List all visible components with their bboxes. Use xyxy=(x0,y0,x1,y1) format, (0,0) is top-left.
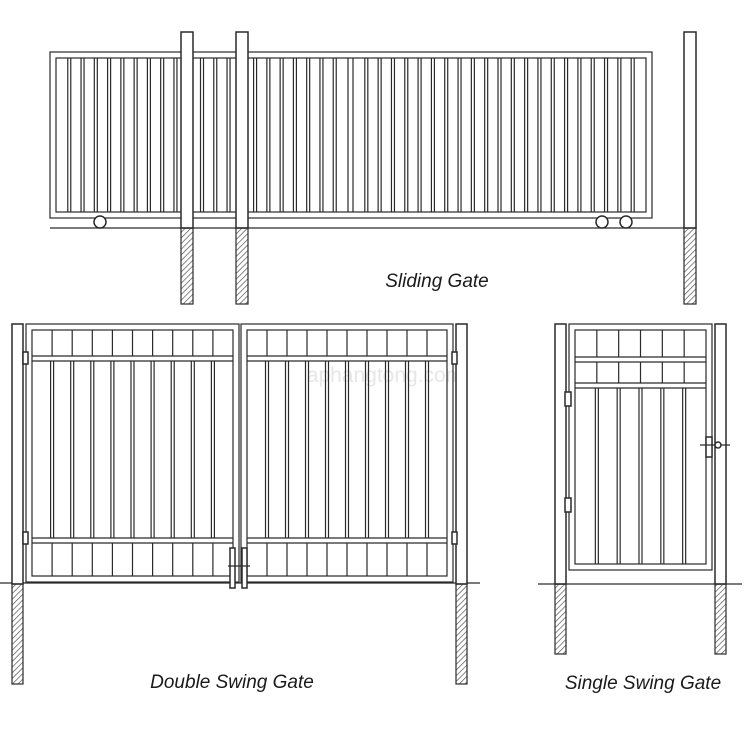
double-leaf-left-frame xyxy=(25,323,240,583)
sliding-wheel-right-2 xyxy=(619,215,633,229)
single-hinge-top xyxy=(564,391,572,407)
sliding-gate-inner-frame xyxy=(55,57,647,213)
single-post-right xyxy=(714,323,727,585)
sliding-post-left-footing xyxy=(180,227,194,305)
sliding-post-left xyxy=(180,31,194,229)
double-leaf-right-frame xyxy=(240,323,454,583)
single-latch-body xyxy=(705,436,713,458)
sliding-gate-pickets xyxy=(67,58,635,212)
single-post-left xyxy=(554,323,567,585)
single-post-right-footing xyxy=(714,583,727,655)
double-drop-rod-right xyxy=(241,547,248,589)
sliding-wheel-right-1 xyxy=(595,215,609,229)
double-hinge-top-left xyxy=(22,351,29,365)
sliding-post-center xyxy=(235,31,249,229)
single-leaf-frame xyxy=(568,323,713,571)
sliding-gate-frame xyxy=(49,51,653,219)
double-hinge-top-right xyxy=(451,351,458,365)
single-swing-gate-drawing: Single Swing Gate xyxy=(538,323,742,694)
double-post-left xyxy=(11,323,24,585)
double-gate-pickets xyxy=(32,330,447,576)
sliding-wheel-left xyxy=(93,215,107,229)
single-post-left-footing xyxy=(554,583,567,655)
sliding-gate-label: Sliding Gate xyxy=(385,271,489,292)
double-swing-gate-drawing: Double Swing Gate xyxy=(0,323,480,693)
single-swing-gate-label: Single Swing Gate xyxy=(565,673,721,694)
sliding-post-right xyxy=(683,31,697,229)
single-gate-pickets xyxy=(575,330,706,564)
sliding-post-right-footing xyxy=(683,227,697,305)
double-swing-gate-label: Double Swing Gate xyxy=(150,672,314,693)
double-hinge-bottom-right xyxy=(451,531,458,545)
single-latch-knob xyxy=(714,441,722,449)
double-drop-rod-left xyxy=(229,547,236,589)
double-post-right-footing xyxy=(455,583,468,685)
single-hinge-bottom xyxy=(564,497,572,513)
double-post-left-footing xyxy=(11,583,24,685)
sliding-post-center-footing xyxy=(235,227,249,305)
sliding-gate-drawing: Sliding Gate xyxy=(49,31,697,305)
double-leaf-left-inner xyxy=(31,329,234,577)
double-hinge-bottom-left xyxy=(22,531,29,545)
